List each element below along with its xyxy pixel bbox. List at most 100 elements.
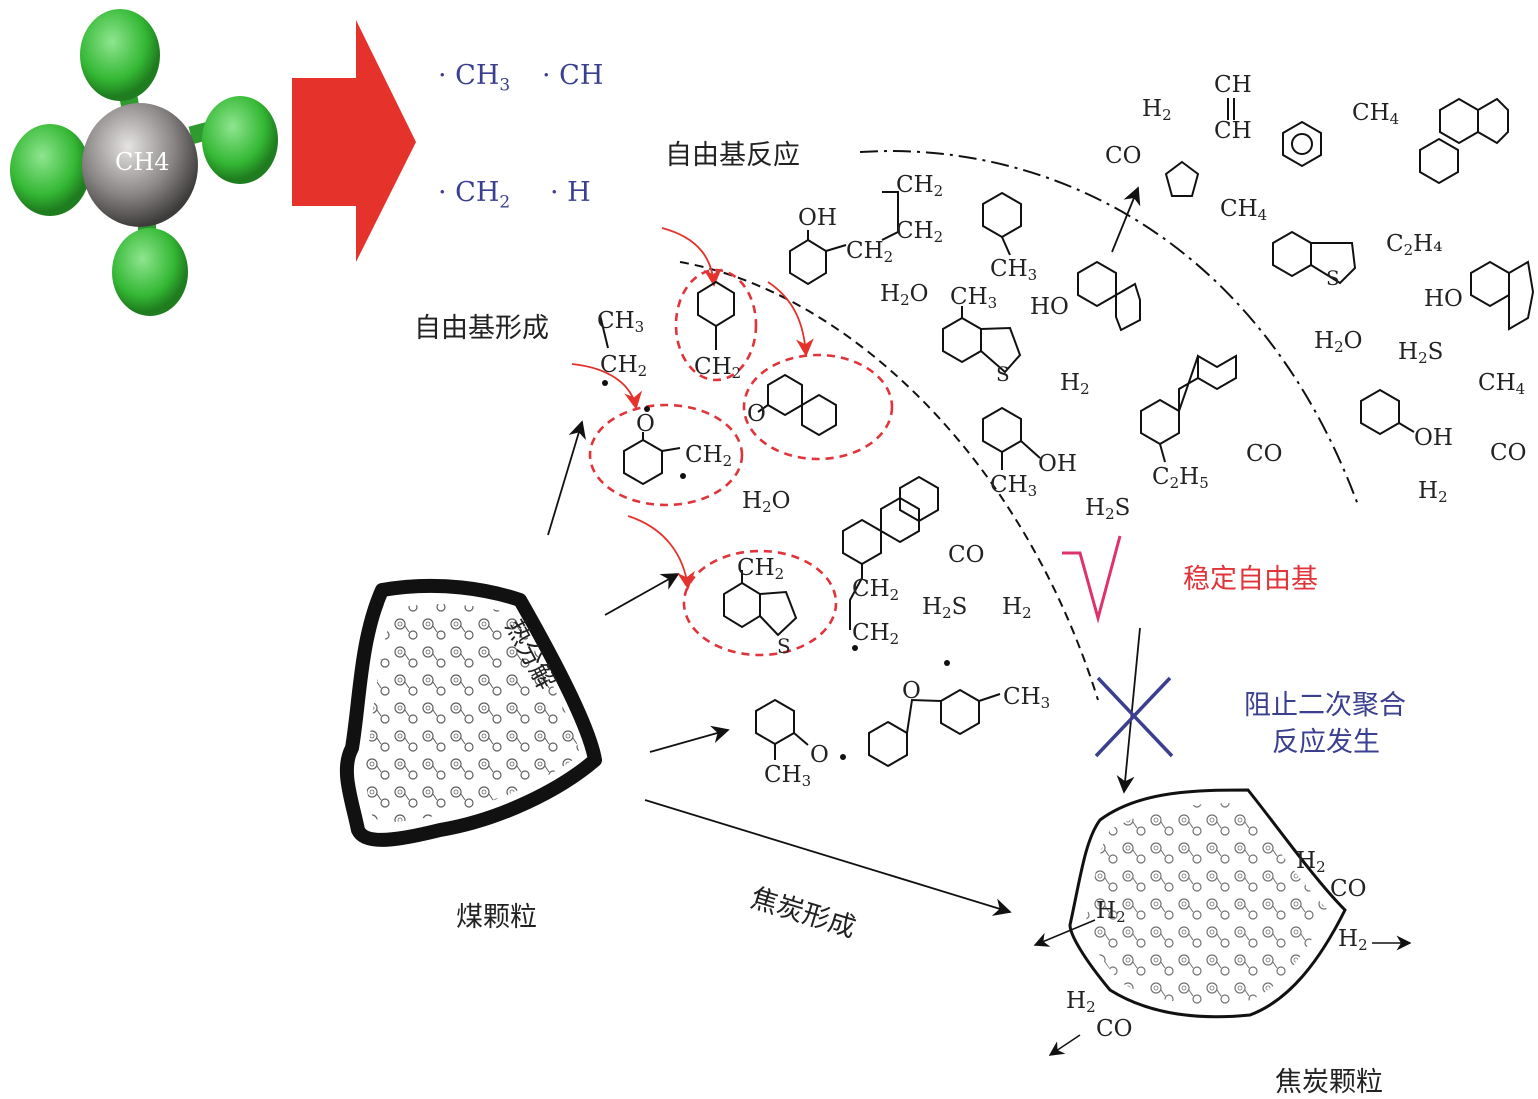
arrow-to-thiophene <box>604 573 680 616</box>
cross-mark <box>1094 676 1174 758</box>
label-free-radical-formation: 自由基形成 <box>414 313 549 344</box>
radical-ch2: · CH2 <box>438 177 511 213</box>
structure-naphthoxy <box>757 373 837 437</box>
label-coal-particle: 煤颗粒 <box>456 902 537 933</box>
label-ch3: CH3 <box>950 284 998 312</box>
label-block-line2: 反应发生 <box>1272 727 1380 758</box>
big-red-arrow <box>292 20 416 262</box>
radical-ellipse-naphthoxy <box>742 353 894 461</box>
reaction-boundary <box>859 150 1359 506</box>
radical-ch: · CH <box>542 60 604 91</box>
radical-dot <box>680 473 686 479</box>
label-ch2: CH2 <box>846 238 894 266</box>
coke-particle-shape <box>1068 788 1347 1019</box>
red-curve-arrow-3 <box>571 363 643 410</box>
structure-methylbenzothiophene <box>942 306 1022 374</box>
label-o: O <box>810 742 829 768</box>
formula-h2s: H2S <box>1085 495 1131 523</box>
methane-model <box>10 9 278 316</box>
arrow-naphthol-up <box>1111 186 1141 253</box>
formula-h2: H2 <box>1002 594 1032 622</box>
structure-benzothiophene <box>1272 230 1357 285</box>
structure-phenol <box>1360 388 1415 436</box>
formula-h2: H2 <box>1418 478 1448 506</box>
arrow-to-radical-formation <box>547 420 586 536</box>
check-mark <box>1062 535 1122 624</box>
label-oh: OH <box>798 205 837 231</box>
red-curve-arrow-1 <box>661 227 722 287</box>
label-ch2: CH2 <box>852 576 900 604</box>
radical-dot <box>840 754 846 760</box>
arrow-coke-formation <box>644 799 1012 916</box>
label-oh: OH <box>1414 425 1453 451</box>
structure-phenanthrene <box>1419 97 1509 185</box>
red-curve-arrow-2 <box>767 281 814 357</box>
structure-methylphenoxy <box>755 698 809 760</box>
label-ch3: CH3 <box>597 308 645 336</box>
structure-naphthol <box>1077 260 1141 332</box>
label-ch2: CH2 <box>685 442 733 470</box>
formula-h2: H2 <box>1142 96 1172 124</box>
structure-naphthol-right <box>1470 260 1535 331</box>
label-ch2: CH2 <box>694 354 742 382</box>
label-ch2: CH2 <box>896 172 944 200</box>
label-ho: HO <box>1424 286 1463 312</box>
radical-ellipse-toluyl <box>674 268 758 382</box>
arrow-to-coke <box>1116 627 1141 794</box>
arrow-coke-down <box>1048 1034 1081 1056</box>
label-ch2: CH2 <box>852 620 900 648</box>
radical-dot <box>602 380 608 386</box>
structure-phenoxy-ch2 <box>623 432 681 486</box>
label-o: O <box>636 411 655 437</box>
radical-h: · H <box>550 177 591 208</box>
label-s: S <box>1326 266 1340 290</box>
label-free-radical-reaction: 自由基反应 <box>665 140 800 171</box>
structure-ethyl-radical <box>599 314 609 349</box>
coal-particle-shape <box>339 578 602 847</box>
formula-ch: CH <box>1214 72 1252 98</box>
formula-h2s: H2S <box>922 594 968 622</box>
red-curve-arrow-4 <box>627 515 695 590</box>
label-oh: OH <box>1038 451 1077 477</box>
coke-gas-co: CO <box>1330 876 1367 902</box>
formula-ch: CH <box>1214 118 1252 144</box>
formula-co: CO <box>1490 440 1527 466</box>
formula-c2h4: C2H₄ <box>1386 231 1443 259</box>
methane-label: CH4 <box>115 148 170 176</box>
structure-toluyl <box>697 280 735 350</box>
formula-h2s: H2S <box>1398 339 1444 367</box>
label-block-line1: 阻止二次聚合 <box>1244 690 1406 721</box>
formula-co: CO <box>948 542 985 568</box>
structure-hydroxybenzyl <box>789 230 847 286</box>
label-ch2: CH2 <box>896 218 944 246</box>
label-o: O <box>747 401 766 427</box>
formula-ch4: CH4 <box>1478 370 1526 398</box>
structure-ethylphenanthrene <box>1140 354 1237 463</box>
label-stable-radicals: 稳定自由基 <box>1183 564 1318 595</box>
structure-methyldibenzofuran <box>868 688 1001 768</box>
coke-gas-h2: H2 <box>1338 926 1368 954</box>
formula-h2: H2 <box>1060 370 1090 398</box>
radical-dot <box>852 645 858 651</box>
formula-co: CO <box>1105 143 1142 169</box>
structure-ethylene-chain <box>881 191 899 241</box>
radical-ellipse-phenoxy <box>588 403 744 507</box>
radical-dot <box>644 406 650 412</box>
label-ch3: CH3 <box>764 762 812 790</box>
label-ch2: CH2 <box>737 555 785 583</box>
arrow-to-phenoxy <box>649 725 730 753</box>
structure-phenanthrene-chain <box>842 475 939 630</box>
structure-benzothiophene-ch2 <box>723 570 798 637</box>
structure-toluene <box>982 191 1022 256</box>
label-ch3: CH3 <box>990 472 1038 500</box>
radical-ellipse-thiophene <box>682 549 838 657</box>
formula-h2o: H2O <box>742 488 791 516</box>
label-s: S <box>996 362 1010 386</box>
coke-gas-h2: H2 <box>1096 898 1126 926</box>
label-s: S <box>777 634 791 658</box>
coke-gas-h2: H2 <box>1296 848 1326 876</box>
arrow-coke-left <box>1033 919 1096 947</box>
label-o: O <box>902 678 921 704</box>
label-ch3: CH3 <box>1003 684 1051 712</box>
